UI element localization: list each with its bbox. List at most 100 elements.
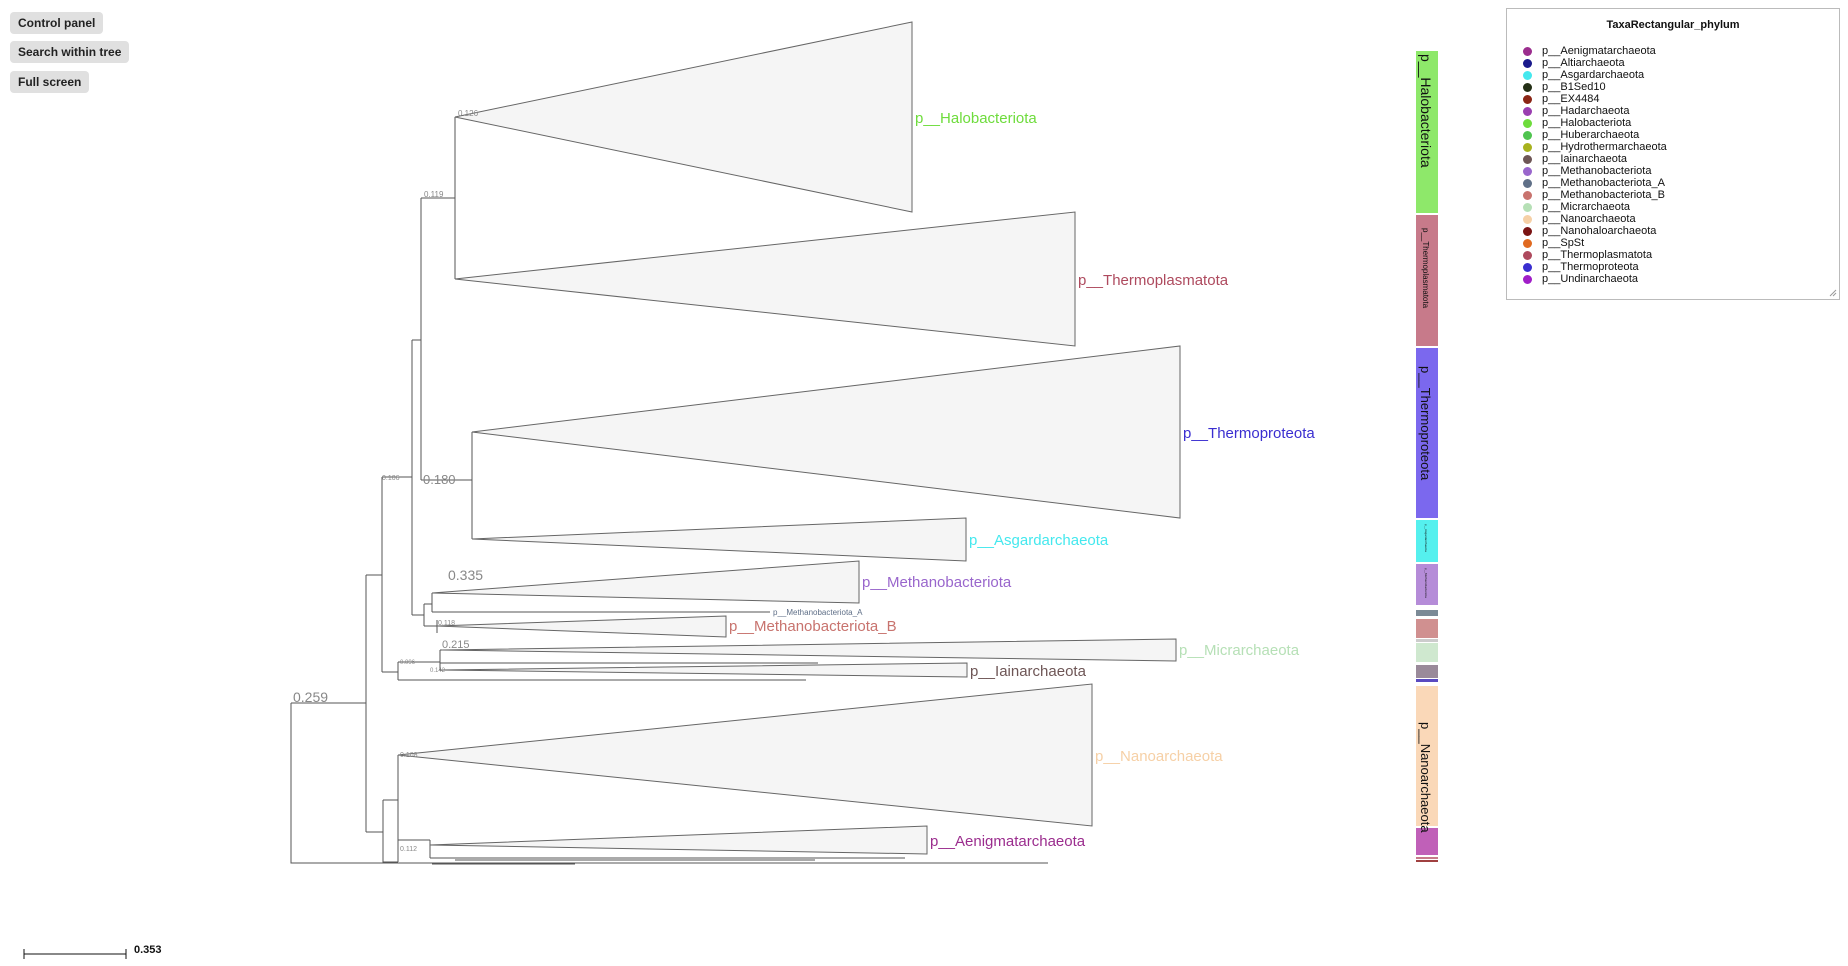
legend-item[interactable]: p__Methanobacteriota <box>1523 165 1667 177</box>
strip-thermoproteota <box>1416 348 1438 518</box>
legend-color-dot-icon <box>1523 226 1532 236</box>
strip-label-asgardarchaeota: p__Asgardarchaeota <box>1424 524 1428 552</box>
clade-label-micrarchaeota: p__Micrarchaeota <box>1179 642 1300 659</box>
clade-triangle-micrarchaeota <box>441 638 1177 662</box>
legend-item-label: p__Methanobacteriota <box>1542 165 1652 177</box>
legend-color-dot-icon <box>1523 238 1532 248</box>
legend-item-label: p__Thermoproteota <box>1542 261 1639 273</box>
clade-label-aenigmatarchaeota: p__Aenigmatarchaeota <box>930 833 1086 850</box>
support-value: 0.112 <box>400 846 417 853</box>
strip-nanoarchaeota <box>1416 686 1438 826</box>
legend-item[interactable]: p__Aenigmatarchaeota <box>1523 45 1667 57</box>
legend-panel[interactable]: TaxaRectangular_phylum p__Aenigmatarchae… <box>1506 8 1840 300</box>
support-value: 0.215 <box>442 639 470 651</box>
legend-color-dot-icon <box>1523 214 1532 224</box>
legend-item[interactable]: p__Hydrothermarchaeota <box>1523 141 1667 153</box>
legend-item[interactable]: p__Halobacteriota <box>1523 117 1667 129</box>
clade-label-thermoproteota: p__Thermoproteota <box>1183 425 1315 442</box>
support-value: 0.126 <box>458 109 479 118</box>
clade-label-asgardarchaeota: p__Asgardarchaeota <box>969 532 1109 549</box>
legend-item-label: p__EX4484 <box>1542 93 1600 105</box>
legend-item-label: p__Huberarchaeota <box>1542 129 1640 141</box>
legend-item-label: p__Micrarchaeota <box>1542 201 1631 213</box>
legend-item-label: p__Halobacteriota <box>1542 117 1632 129</box>
legend-item[interactable]: p__Altiarchaeota <box>1523 57 1667 69</box>
clade-triangle-nanoarchaeota <box>397 683 1093 827</box>
control-panel-button[interactable]: Control panel <box>10 12 104 34</box>
scale-bar <box>23 949 127 959</box>
legend-item[interactable]: p__Nanohaloarchaeota <box>1523 225 1667 237</box>
legend-color-dot-icon <box>1523 94 1532 104</box>
legend-color-dot-icon <box>1523 118 1532 128</box>
strip-label-thermoproteota: p__Thermoproteota <box>1418 366 1433 481</box>
support-value: 0.118 <box>438 620 455 627</box>
clade-triangle-asgardarchaeota <box>471 517 967 562</box>
legend-item[interactable]: p__Thermoplasmatota <box>1523 249 1667 261</box>
legend-color-dot-icon <box>1523 58 1532 68</box>
strip-segment <box>1416 857 1438 859</box>
legend-item-label: p__Iainarchaeota <box>1542 153 1628 165</box>
strip-methanobacteriota-b <box>1416 619 1438 638</box>
legend-item-label: p__Thermoplasmatota <box>1542 249 1653 261</box>
legend-item[interactable]: p__Undinarchaeota <box>1523 273 1667 285</box>
legend-color-dot-icon <box>1523 70 1532 80</box>
legend-item[interactable]: p__Micrarchaeota <box>1523 201 1667 213</box>
support-value: 0.142 <box>430 668 446 674</box>
legend-color-dot-icon <box>1523 82 1532 92</box>
legend-item[interactable]: p__Huberarchaeota <box>1523 129 1667 141</box>
legend-item[interactable]: p__Hadarchaeota <box>1523 105 1667 117</box>
phylum-color-strip <box>1416 51 1438 862</box>
legend-item[interactable]: p__Nanoarchaeota <box>1523 213 1667 225</box>
clade-label-halobacteriota: p__Halobacteriota <box>915 110 1037 127</box>
legend-color-dot-icon <box>1523 46 1532 56</box>
legend-color-dot-icon <box>1523 178 1532 188</box>
clade-triangle-methanobacteriota <box>431 560 860 604</box>
support-value: 0.096 <box>400 660 416 666</box>
legend-item[interactable]: p__Methanobacteriota_A <box>1523 177 1667 189</box>
legend-item[interactable]: p__Asgardarchaeota <box>1523 69 1667 81</box>
legend-color-dot-icon <box>1523 130 1532 140</box>
strip-segment <box>1416 860 1438 862</box>
legend-item[interactable]: p__SpSt <box>1523 237 1667 249</box>
strip-methanobacteriota-a <box>1416 610 1438 616</box>
legend-item[interactable]: p__Methanobacteriota_B <box>1523 189 1667 201</box>
strip-aenigmatarchaeota <box>1416 828 1438 855</box>
legend-item[interactable]: p__Thermoproteota <box>1523 261 1667 273</box>
support-value: 0.259 <box>293 689 328 705</box>
strip-iainarchaeota <box>1416 665 1438 678</box>
support-value: 0.180 <box>423 472 456 487</box>
legend-item[interactable]: p__EX4484 <box>1523 93 1667 105</box>
search-tree-button[interactable]: Search within tree <box>10 41 130 63</box>
strip-label-halobacteriota: p__Halobacteriota <box>1418 54 1434 168</box>
clade-label-nanoarchaeota: p__Nanoarchaeota <box>1095 748 1223 765</box>
legend-color-dot-icon <box>1523 274 1532 284</box>
legend-item-label: p__Methanobacteriota_B <box>1542 189 1665 201</box>
clade-label-thermoplasmatota: p__Thermoplasmatota <box>1078 272 1229 289</box>
legend-color-dot-icon <box>1523 190 1532 200</box>
strip-label-thermoplasmatota: p__Thermoplasmatota <box>1421 228 1430 309</box>
strip-asgardarchaeota <box>1416 520 1438 562</box>
legend-color-dot-icon <box>1523 202 1532 212</box>
legend-item[interactable]: p__B1Sed10 <box>1523 81 1667 93</box>
clade-label-methanobacteriota-a: p__Methanobacteriota_A <box>773 608 863 617</box>
clade-triangle-halobacteriota <box>454 21 913 213</box>
resize-grip-icon[interactable] <box>1829 289 1837 297</box>
strip-label-nanoarchaeota: p__Nanoarchaeota <box>1418 722 1433 833</box>
legend-color-dot-icon <box>1523 262 1532 272</box>
full-screen-button[interactable]: Full screen <box>10 71 90 93</box>
legend-item-label: p__Hadarchaeota <box>1542 105 1630 117</box>
legend-item-label: p__Aenigmatarchaeota <box>1542 45 1656 57</box>
support-value: 0.108 <box>400 752 418 759</box>
legend-item-label: p__Nanohaloarchaeota <box>1542 225 1657 237</box>
legend-color-dot-icon <box>1523 106 1532 116</box>
legend-item-label: p__Altiarchaeota <box>1542 57 1625 69</box>
strip-methanobacteriota <box>1416 564 1438 605</box>
legend-item-label: p__Nanoarchaeota <box>1542 213 1636 225</box>
support-value: 0.335 <box>448 567 483 583</box>
clade-triangle-iainarchaeota <box>439 662 968 678</box>
legend-title: TaxaRectangular_phylum <box>1606 19 1740 31</box>
legend-item-label: p__Methanobacteriota_A <box>1542 177 1665 189</box>
legend-item[interactable]: p__Iainarchaeota <box>1523 153 1667 165</box>
strip-label-methanobacteriota: p__Methanobacteriota <box>1424 568 1428 598</box>
